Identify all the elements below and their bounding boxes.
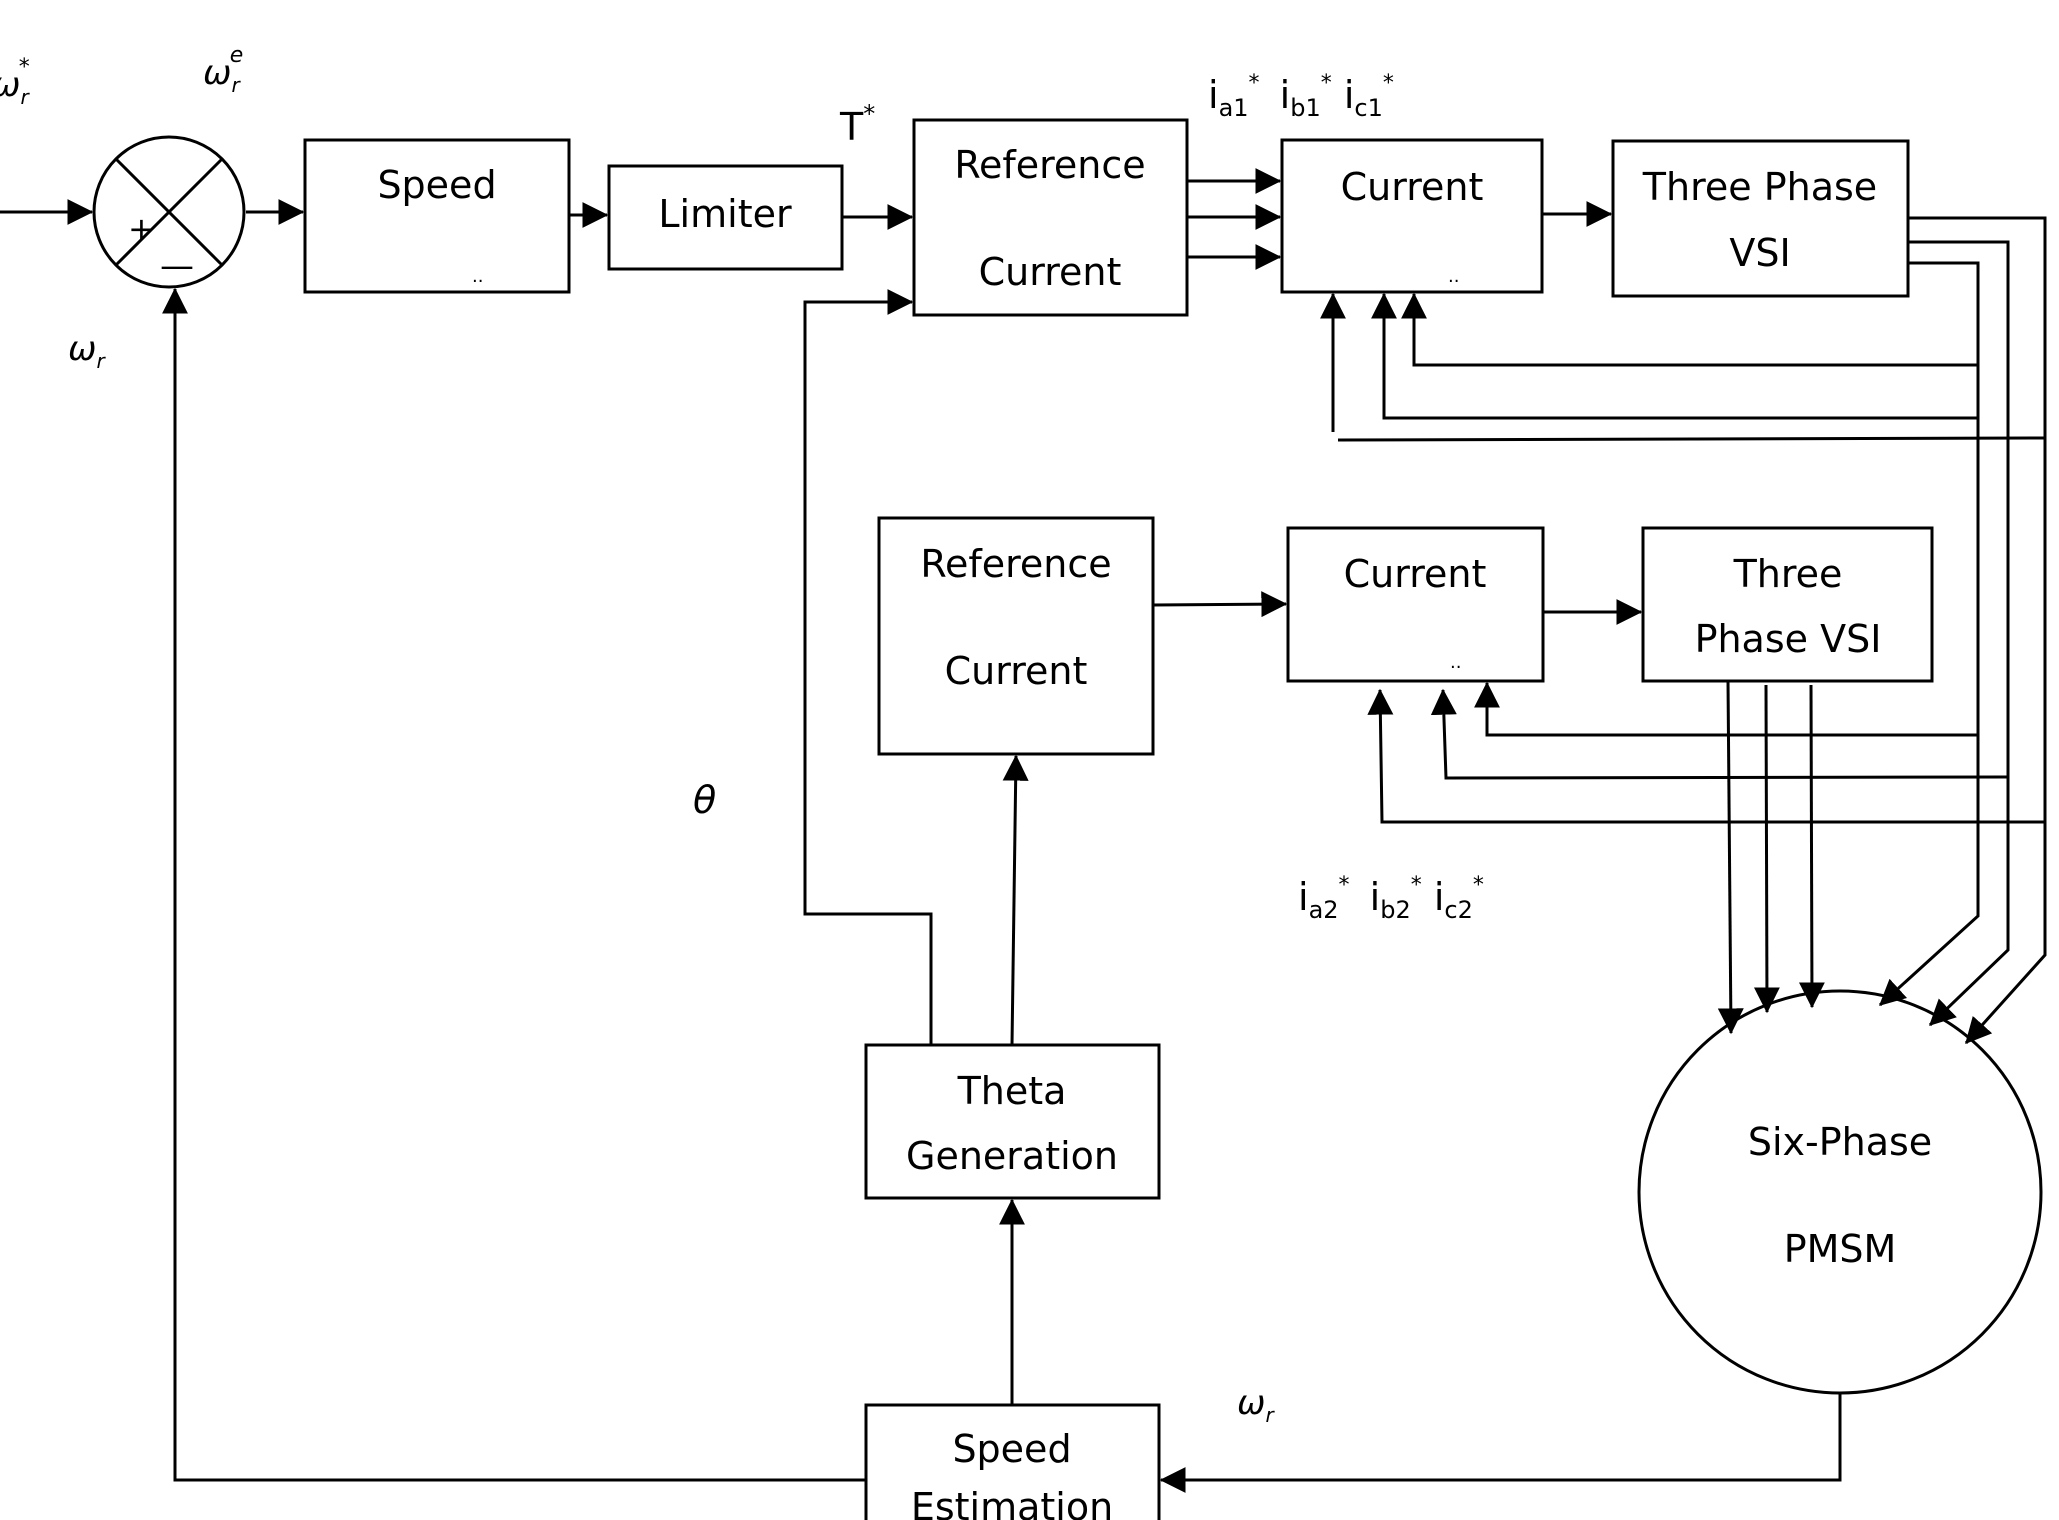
theta-label: θ	[693, 778, 716, 822]
reference-current-block-1	[912, 118, 1189, 317]
omega-error-label: ωre	[203, 43, 243, 97]
theta-generation-line1: Theta	[957, 1069, 1067, 1113]
sum-plus-sign: +	[128, 210, 155, 248]
signal-lines	[0, 168, 2047, 1493]
vsi2-output-phase-1	[1717, 680, 1744, 1035]
vsi-block-1	[1611, 139, 1910, 298]
vsi1-output-phase-2	[1908, 240, 2010, 1027]
theta-to-ref-current-1-line	[803, 289, 933, 1045]
motor-to-speed-estimation-line	[1159, 1393, 1842, 1493]
limiter-block	[607, 164, 844, 271]
speed-estimation-line2: Estimation	[911, 1485, 1113, 1520]
reference-current-block-2	[877, 516, 1155, 756]
signal-labels: ωr* ωre ωr ωr θ T* ia1* ib1* ic1* ia2* i…	[0, 43, 1484, 1427]
current1-feedback-1	[1401, 292, 1978, 367]
limiter-label: Limiter	[658, 192, 792, 236]
current-controller-block-1	[1280, 138, 1544, 294]
reference-current-2-line2: Current	[945, 649, 1088, 693]
motor-line2: PMSM	[1784, 1227, 1897, 1271]
vsi2-output-phase-3	[1798, 684, 1825, 1009]
six-phase-pmsm-motor	[1637, 989, 2043, 1395]
speed-feedback-line	[162, 287, 866, 1482]
vsi-1-line1: Three Phase	[1642, 165, 1877, 209]
vsi-2-line1: Three	[1733, 552, 1843, 596]
omega-reference-label: ωr*	[0, 55, 30, 109]
reference-current-1-line1: Reference	[954, 143, 1145, 187]
vsi1-output-phase-3	[1878, 261, 1980, 1007]
speed-controller-label: Speed	[377, 163, 496, 207]
current-controller-1-label: Current	[1341, 165, 1484, 209]
current1-feedback-2	[1371, 292, 1978, 420]
speed-estimation-line1: Speed	[952, 1427, 1071, 1471]
vsi-1-line2: VSI	[1729, 231, 1790, 275]
current-block-2-mark: ..	[1450, 652, 1461, 673]
current2-feedback-2	[1430, 688, 2009, 780]
omega-feedback-label: ωr	[68, 329, 106, 373]
motor-line1: Six-Phase	[1748, 1120, 1932, 1164]
reference-current-2-line1: Reference	[920, 542, 1111, 586]
current-controller-block-2	[1286, 526, 1545, 683]
summing-junction	[92, 135, 246, 289]
current1-feedback-3a	[1337, 436, 2046, 442]
vsi-2-line2: Phase VSI	[1695, 617, 1882, 661]
vsi-block-2	[1641, 526, 1934, 683]
current-set-2-label: ia2* ib2* ic2*	[1298, 857, 1484, 924]
vsi1-output-phase-1	[1908, 216, 2047, 1045]
omega-estimated-label: ωr	[1237, 1383, 1275, 1427]
theta-generation-block	[864, 1043, 1161, 1200]
sum-minus-sign: —	[160, 246, 194, 286]
speed-estimation-block	[864, 1403, 1161, 1520]
current-block-1-mark: ..	[1448, 266, 1459, 287]
theta-to-ref-current-2-line	[1002, 754, 1029, 1046]
vsi2-output-phase-2	[1753, 684, 1780, 1014]
speed-block-mark: ..	[472, 266, 483, 287]
current-controller-2-label: Current	[1344, 552, 1487, 596]
theta-generation-line2: Generation	[906, 1134, 1118, 1178]
current-set-1-label: ia1* ib1* ic1*	[1208, 55, 1394, 122]
reference-current-1-line2: Current	[979, 250, 1122, 294]
speed-controller-block	[303, 138, 571, 294]
torque-reference-label: T*	[839, 100, 875, 149]
ref-current-2-to-current-2-line	[1152, 591, 1288, 618]
current2-feedback-3	[1367, 688, 2045, 824]
current2-feedback-1	[1474, 681, 1978, 737]
